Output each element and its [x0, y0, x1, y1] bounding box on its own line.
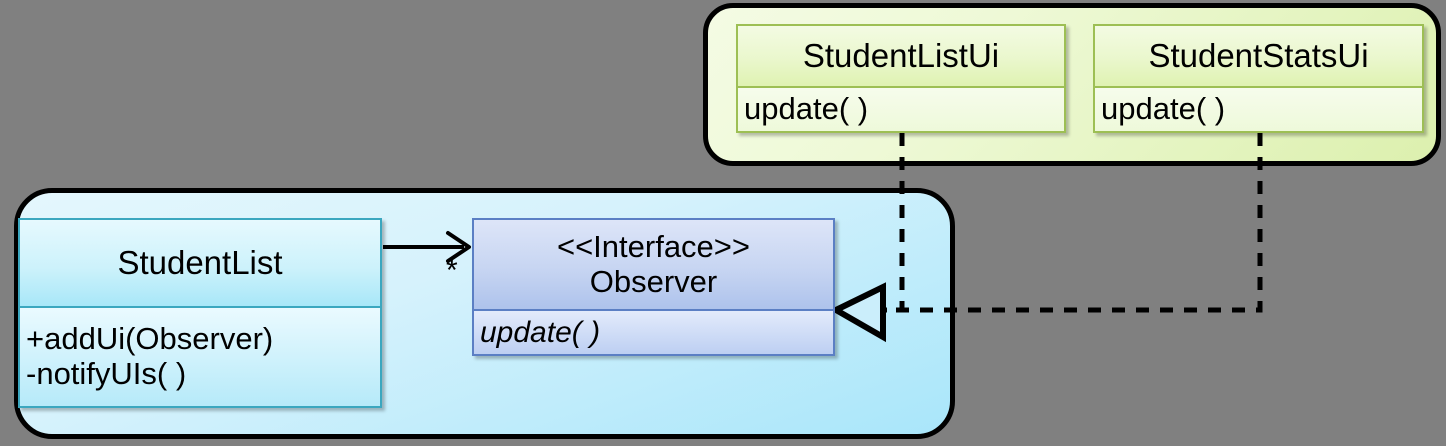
operation-item: update( ): [480, 315, 601, 349]
class-name-studentstatsui: StudentStatsUi: [1095, 26, 1422, 88]
operations-studentlistui: update( ): [738, 88, 1064, 131]
operations-studentstatsui: update( ): [1095, 88, 1422, 131]
class-name-observer: <<Interface>> Observer: [474, 220, 833, 311]
class-box-studentlistui[interactable]: StudentListUi update( ): [736, 24, 1066, 133]
operations-studentlist: +addUi(Observer) -notifyUIs( ): [20, 308, 380, 406]
class-name-studentlist: StudentList: [20, 220, 380, 308]
operation-item: +addUi(Observer): [26, 321, 274, 357]
class-box-studentlist[interactable]: StudentList +addUi(Observer) -notifyUIs(…: [18, 218, 382, 408]
class-box-studentstatsui[interactable]: StudentStatsUi update( ): [1093, 24, 1424, 133]
operation-item: update( ): [744, 91, 869, 127]
class-box-observer[interactable]: <<Interface>> Observer update( ): [472, 218, 835, 356]
operation-item: -notifyUIs( ): [26, 356, 187, 391]
class-name-studentlistui: StudentListUi: [738, 26, 1064, 88]
operations-observer: update( ): [474, 311, 833, 354]
association-multiplicity-label: *: [446, 254, 458, 287]
operation-item: update( ): [1101, 91, 1226, 127]
